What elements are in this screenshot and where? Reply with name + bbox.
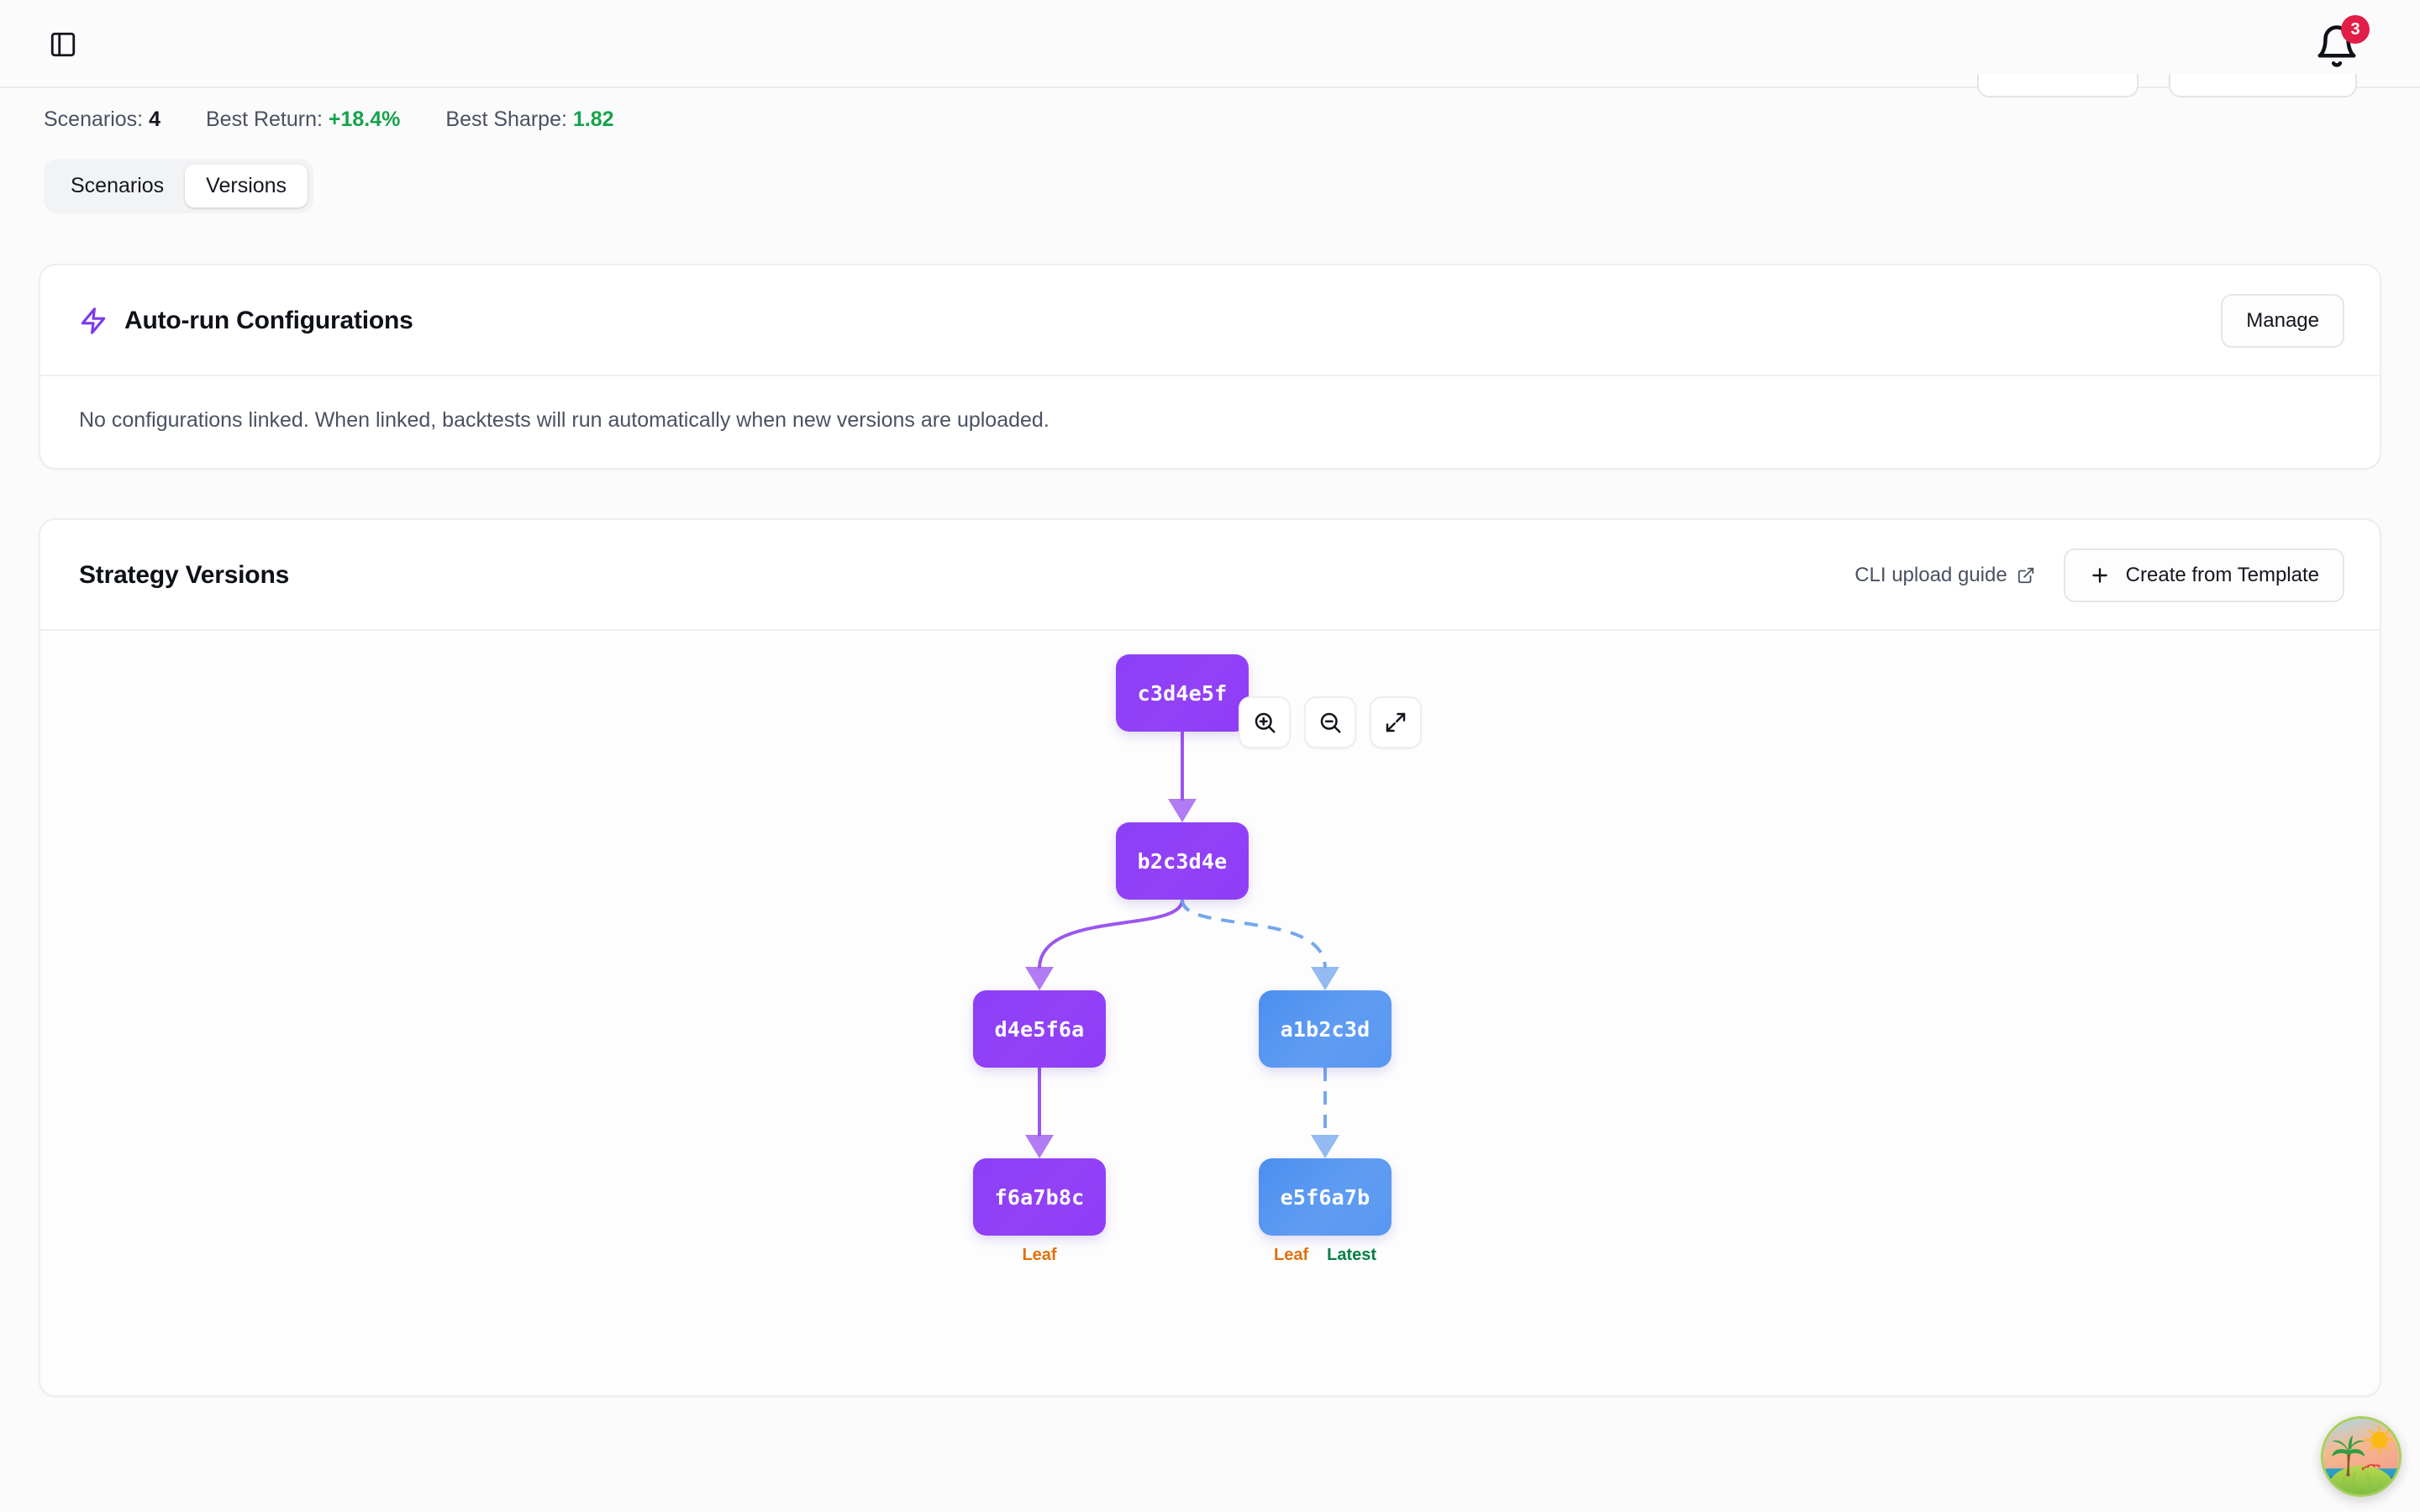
stat-best-sharpe-value: 1.82: [572, 107, 614, 131]
auto-run-title-group: Auto-run Configurations: [79, 307, 413, 335]
expand-arrows-icon: [1386, 712, 1406, 732]
auto-run-card-header: Auto-run Configurations Manage: [40, 265, 2380, 376]
manage-button[interactable]: Manage: [2221, 294, 2344, 348]
clipped-header-buttons: [1977, 74, 2357, 97]
strategy-versions-title: Strategy Versions: [79, 561, 290, 589]
stat-best-return: Best Return: +18.4%: [206, 108, 400, 132]
tropical-island-avatar-icon: [2323, 1419, 2399, 1494]
create-from-template-label: Create from Template: [2125, 564, 2319, 586]
auto-run-title: Auto-run Configurations: [124, 307, 413, 334]
auto-run-empty-text: No configurations linked. When linked, b…: [79, 408, 1050, 432]
stat-scenarios: Scenarios: 4: [44, 108, 160, 132]
zoom-in-icon: [1255, 712, 1276, 733]
version-graph-edges: [1025, 732, 1339, 1158]
edge-b2c3d4e-to-a1b2c3d: [1181, 899, 1327, 969]
clipped-button-2[interactable]: [2169, 74, 2357, 97]
version-node-e5f6a7b[interactable]: e5f6a7b: [1259, 1158, 1392, 1236]
version-node-d4e5f6a[interactable]: d4e5f6a: [973, 990, 1106, 1068]
strategy-versions-actions: CLI upload guide Create from Template: [1854, 549, 2344, 602]
tab-group: Scenarios Versions: [44, 159, 314, 213]
stat-scenarios-value: 4: [149, 107, 160, 131]
edge-b2c3d4e-to-d4e5f6a: [1038, 899, 1184, 969]
stat-best-sharpe-label: Best Sharpe:: [445, 107, 567, 131]
cli-upload-guide-label: CLI upload guide: [1854, 564, 2007, 586]
edge-arrow-a1b2c3d-to-e5f6a7b: [1311, 1135, 1339, 1158]
plus-icon: [2091, 568, 2107, 583]
edge-arrow-b2c3d4e-to-a1b2c3d: [1311, 967, 1339, 990]
version-node-c3d4e5f[interactable]: c3d4e5f: [1116, 654, 1249, 732]
tab-versions[interactable]: Versions: [185, 165, 308, 207]
version-node-b2c3d4e[interactable]: b2c3d4e: [1116, 822, 1249, 900]
stat-best-return-label: Best Return:: [205, 107, 323, 131]
sidebar-panel-icon: [50, 32, 76, 57]
zoom-out-button[interactable]: [1304, 696, 1356, 748]
edge-arrow-d4e5f6a-to-f6a7b8c: [1025, 1135, 1054, 1158]
tab-scenarios[interactable]: Scenarios: [71, 174, 165, 197]
zoom-in-button[interactable]: [1239, 696, 1291, 748]
badge-leaf: Leaf: [1273, 1246, 1309, 1264]
strategy-versions-card: Strategy Versions CLI upload guide Creat…: [39, 518, 2381, 1397]
strategy-versions-header: Strategy Versions CLI upload guide Creat…: [40, 520, 2380, 631]
lightning-bolt-icon: [81, 307, 106, 334]
edge-arrow-b2c3d4e-to-d4e5f6a: [1025, 967, 1054, 990]
tab-bar: Scenarios Versions: [0, 150, 2420, 213]
sidebar-toggle-button[interactable]: [46, 28, 80, 61]
badge-latest: Latest: [1327, 1246, 1377, 1264]
stats-bar: Scenarios: 4 Best Return: +18.4% Best Sh…: [0, 88, 2420, 150]
version-node-a1b2c3d[interactable]: a1b2c3d: [1259, 990, 1392, 1068]
badge-leaf: Leaf: [1022, 1246, 1057, 1264]
auto-run-configurations-card: Auto-run Configurations Manage No config…: [39, 264, 2381, 470]
top-bar: 3: [0, 0, 2420, 97]
notifications-button[interactable]: 3: [2314, 15, 2370, 69]
external-link-icon: [2018, 567, 2033, 584]
zoom-out-icon: [1320, 712, 1341, 733]
stat-best-return-value: +18.4%: [328, 107, 401, 131]
fit-view-button[interactable]: [1370, 696, 1422, 748]
clipped-button-1[interactable]: [1977, 74, 2139, 97]
tropical-island-avatar-button[interactable]: [2321, 1416, 2402, 1497]
graph-zoom-controls: [1239, 696, 1422, 748]
stat-scenarios-label: Scenarios:: [44, 107, 144, 131]
stat-best-sharpe: Best Sharpe: 1.82: [445, 108, 613, 132]
edge-arrow-c3d4e5f-to-b2c3d4e: [1168, 799, 1197, 822]
create-from-template-button[interactable]: Create from Template: [2063, 549, 2344, 602]
version-node-f6a7b8c[interactable]: f6a7b8c: [973, 1158, 1106, 1236]
version-node-badges-e5f6a7b: Leaf Latest: [1233, 1246, 1418, 1265]
notification-count-badge: 3: [2341, 15, 2370, 44]
version-node-badges-f6a7b8c: Leaf: [947, 1246, 1132, 1265]
cli-upload-guide-link[interactable]: CLI upload guide: [1854, 564, 2034, 587]
